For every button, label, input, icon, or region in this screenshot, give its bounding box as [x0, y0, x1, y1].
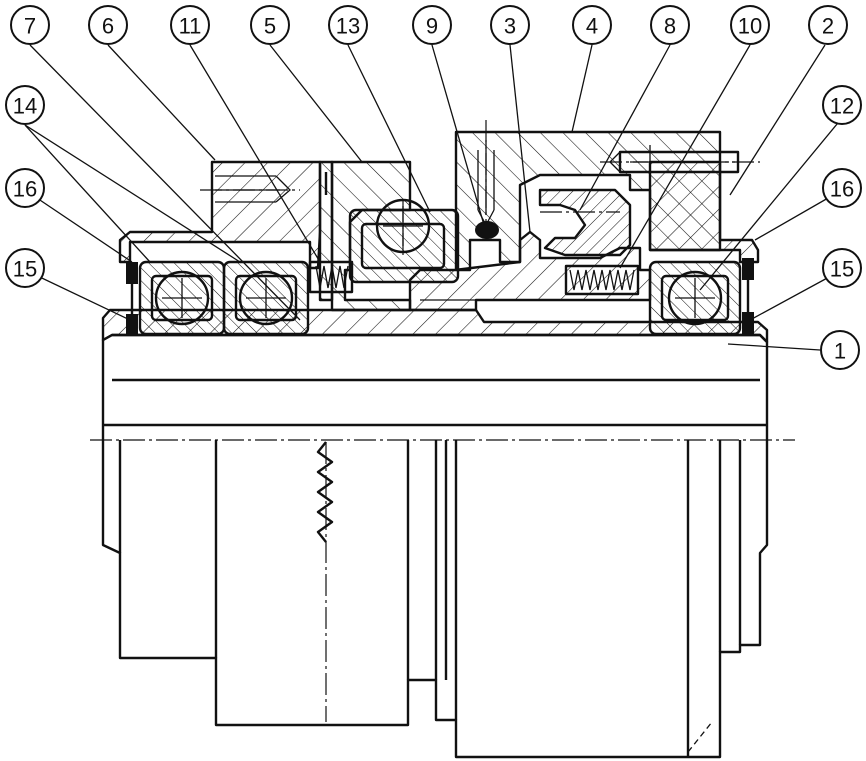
bearing-right — [648, 260, 742, 336]
flange-part-2 — [600, 145, 760, 264]
callout-12-label: 12 — [830, 94, 854, 119]
callout-15-left-label: 15 — [13, 257, 37, 282]
lower-body-outline — [101, 333, 769, 759]
callout-7-label: 7 — [24, 14, 36, 39]
callout-12: 12 — [822, 85, 862, 125]
callout-3-label: 3 — [504, 14, 516, 39]
callout-8-label: 8 — [664, 14, 676, 39]
seals — [126, 258, 754, 336]
callout-16-right-label: 16 — [830, 177, 854, 202]
o-ring-part-9 — [475, 221, 499, 239]
lining-part-8 — [538, 188, 632, 257]
leader-lines — [24, 44, 843, 351]
housing-left — [118, 160, 322, 270]
callout-2: 2 — [808, 5, 848, 45]
callout-10: 10 — [730, 5, 770, 45]
callout-11-label: 11 — [179, 14, 202, 39]
callout-3: 3 — [490, 5, 530, 45]
callout-4: 4 — [572, 5, 612, 45]
spring-right — [564, 264, 640, 296]
callout-2-label: 2 — [822, 14, 834, 39]
callout-10-label: 10 — [738, 14, 762, 39]
callout-6-label: 6 — [102, 14, 114, 39]
callout-16-right: 16 — [822, 168, 862, 208]
callout-7: 7 — [10, 5, 50, 45]
callout-14: 14 — [5, 85, 45, 125]
callout-1-label: 1 — [834, 339, 846, 364]
callout-5-label: 5 — [264, 14, 276, 39]
callout-15-right-label: 15 — [830, 257, 854, 282]
callout-4-label: 4 — [586, 14, 598, 39]
callout-14-label: 14 — [13, 94, 37, 119]
callout-9-label: 9 — [426, 14, 438, 39]
callout-15-left: 15 — [5, 248, 45, 288]
callout-11: 11 — [170, 5, 210, 45]
callout-8: 8 — [650, 5, 690, 45]
callout-16-left: 16 — [5, 168, 45, 208]
callout-16-left-label: 16 — [13, 177, 37, 202]
callout-15-right: 15 — [822, 248, 862, 288]
bearing-left-a — [138, 260, 226, 336]
callout-13-label: 13 — [336, 14, 360, 39]
callout-1: 1 — [820, 330, 860, 370]
callout-13: 13 — [328, 5, 368, 45]
bearing-middle — [348, 198, 460, 284]
callout-6: 6 — [88, 5, 128, 45]
callout-9: 9 — [412, 5, 452, 45]
bearing-left-b — [222, 260, 310, 336]
spring-left — [308, 260, 354, 294]
callout-5: 5 — [250, 5, 290, 45]
